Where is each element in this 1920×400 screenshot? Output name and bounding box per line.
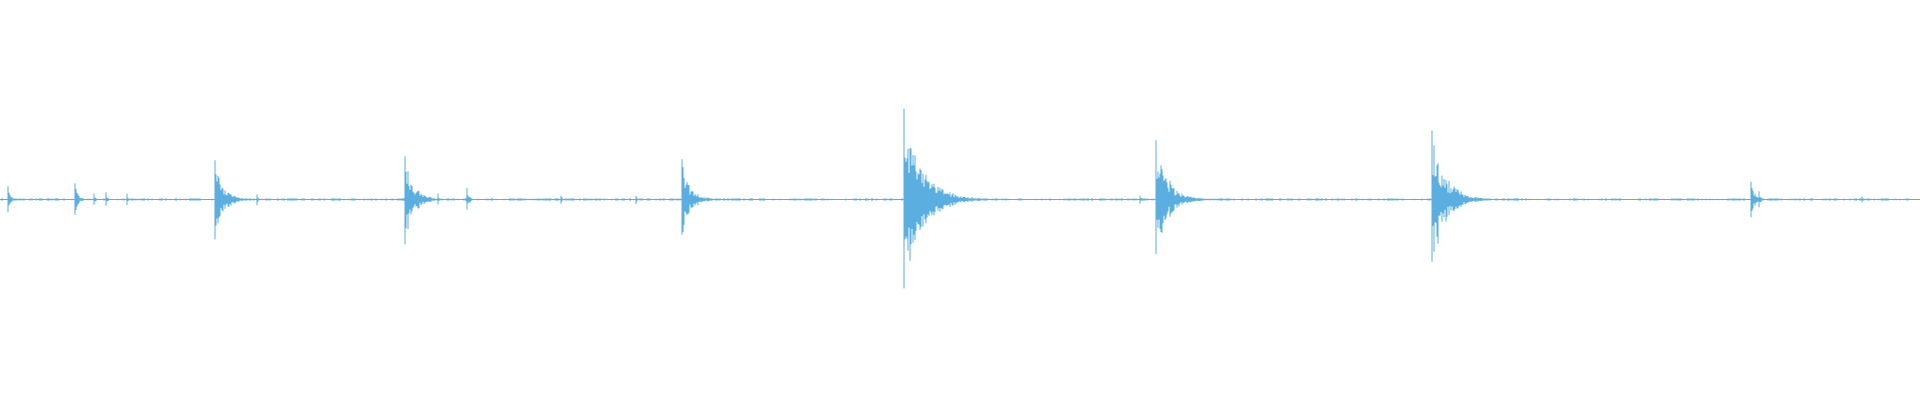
waveform-transient [256,194,261,206]
waveform-transient [681,159,718,235]
waveform-transient [1170,190,1177,209]
waveform-transient [1155,140,1211,254]
waveform-transient [1861,196,1865,203]
waveform-transient [1441,186,1451,213]
waveform-transient [227,192,232,207]
waveform-transient [412,192,417,208]
waveform-transient [1460,194,1464,205]
waveform-transient [105,192,111,206]
waveform-transient [1758,191,1764,208]
waveform-transient [126,193,131,206]
waveform-transient [913,187,923,213]
waveform-peaks [1,108,1909,289]
waveform-transient [936,194,940,205]
waveform-transient [635,195,640,204]
waveform-transient [437,193,442,205]
waveform-transient [1139,195,1143,204]
waveform-transient [560,195,564,204]
waveform-transient [466,188,474,210]
waveform-transient [74,183,87,215]
waveform-transient [1431,130,1494,262]
waveform-transient [214,160,251,240]
waveform-transient [93,193,97,205]
waveform-transient [7,186,16,213]
waveform-transient [692,191,699,207]
